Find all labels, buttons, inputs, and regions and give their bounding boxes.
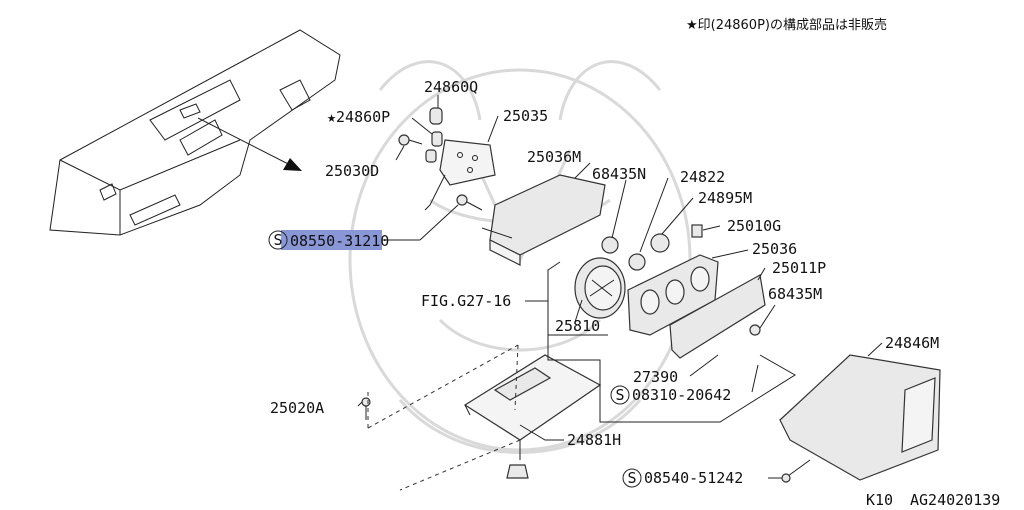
housing-24846M: [779, 354, 941, 483]
gauge-25810: [574, 257, 626, 319]
label-fig-g27-16[interactable]: FIG.G27-16: [421, 292, 511, 310]
label-24860P[interactable]: ★24860P: [327, 108, 390, 126]
non-sale-note: ★印(24860P)の構成部品は非販売: [686, 17, 887, 33]
leader-lines: [357, 95, 883, 479]
label-68435M[interactable]: 68435M: [768, 285, 822, 303]
label-24822[interactable]: 24822: [680, 168, 725, 186]
pointer-arrow-head: [283, 158, 302, 171]
svg-text:S: S: [273, 231, 282, 249]
label-25020A[interactable]: 25020A: [270, 399, 324, 417]
label-08310-20642[interactable]: 08310-20642: [632, 386, 731, 404]
footer-code: AG24020139: [910, 491, 1000, 509]
hood-25036M: [481, 174, 606, 266]
pointer-arrow-line: [197, 117, 301, 171]
label-25036M[interactable]: 25036M: [527, 148, 581, 166]
label-27390[interactable]: 27390: [633, 368, 678, 386]
label-24895M[interactable]: 24895M: [698, 189, 752, 207]
label-08540-51242[interactable]: 08540-51242: [644, 469, 743, 487]
screw-symbol-08550: S: [268, 230, 288, 250]
label-25010G[interactable]: 25010G: [727, 217, 781, 235]
vent-mark: [179, 103, 201, 119]
part-highlight: [281, 230, 382, 250]
tray-24881H: [463, 354, 602, 479]
footer-model: K10: [866, 491, 893, 509]
label-68435N[interactable]: 68435N: [592, 165, 646, 183]
label-25035[interactable]: 25035: [503, 107, 548, 125]
label-08550-31210[interactable]: 08550-31210: [290, 232, 389, 250]
label-24881H[interactable]: 24881H: [567, 431, 621, 449]
label-25011P[interactable]: 25011P: [772, 259, 826, 277]
dashboard-illustration: [49, 29, 341, 236]
label-25036[interactable]: 25036: [752, 240, 797, 258]
bulb-sockets: [425, 107, 443, 163]
small-gauges: [601, 224, 703, 271]
bracket-25035: [424, 139, 496, 211]
label-24846M[interactable]: 24846M: [885, 334, 939, 352]
svg-text:S: S: [627, 469, 636, 487]
label-25030D[interactable]: 25030D: [325, 162, 379, 180]
screw-symbol-08310: S: [610, 385, 630, 405]
svg-text:S: S: [615, 386, 624, 404]
label-24860Q[interactable]: 24860Q: [424, 78, 478, 96]
screw-symbol-08540: S: [622, 468, 642, 488]
meter-panel-25036: [627, 254, 766, 359]
label-25810[interactable]: 25810: [555, 317, 600, 335]
